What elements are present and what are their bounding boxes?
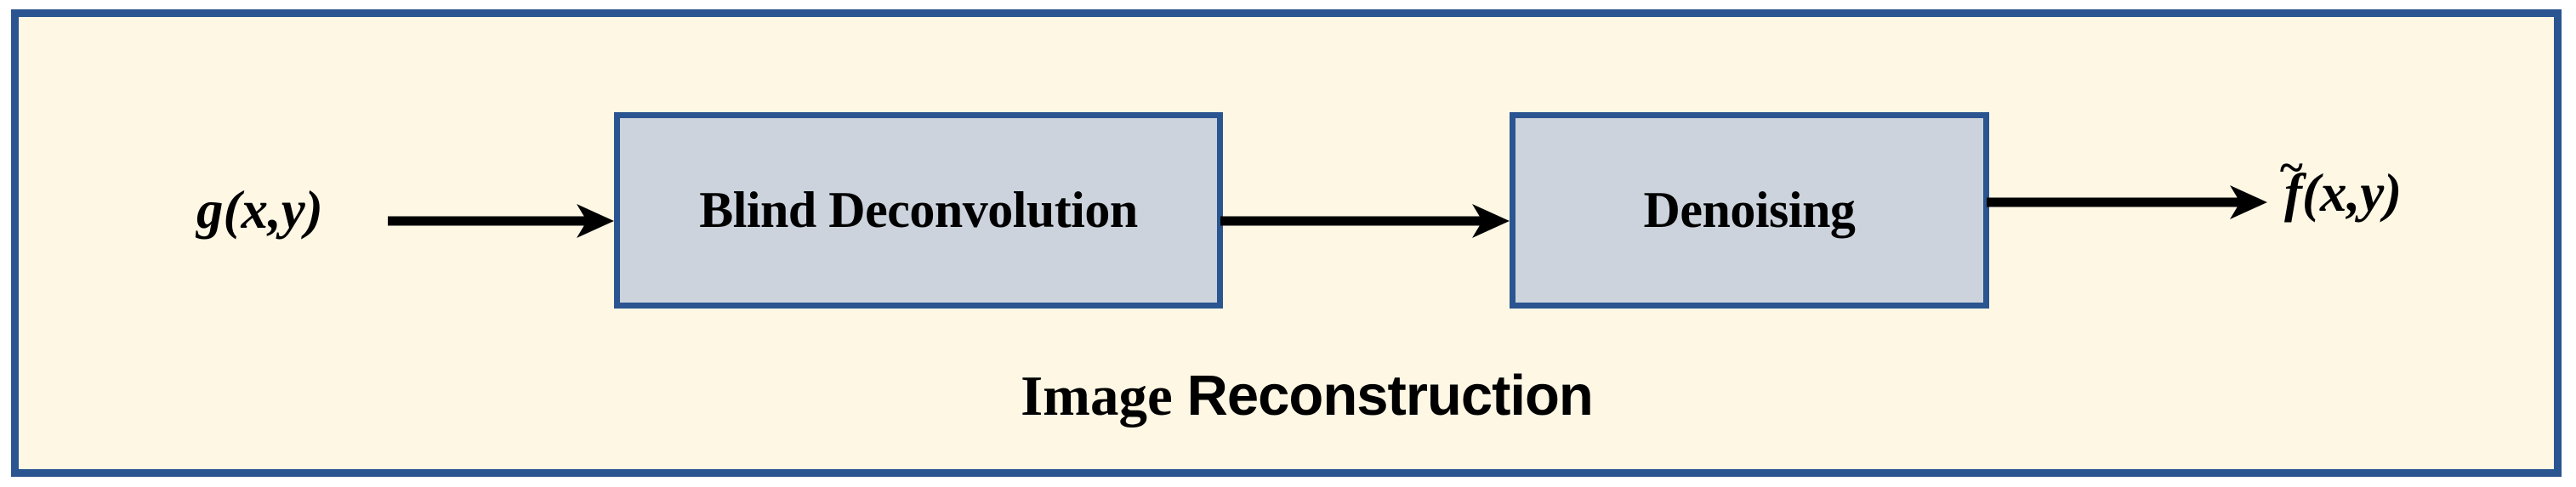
tilde-accent-icon: ~: [2279, 144, 2303, 193]
input-signal-label: g(x,y): [196, 184, 323, 237]
diagram-outer-frame: g(x,y) Blind Deconvolution Denoising: [11, 9, 2562, 477]
caption-space: [1173, 365, 1187, 428]
process-block-denoising[interactable]: Denoising: [1510, 112, 1989, 309]
caption-word-reconstruction: Reconstruction: [1186, 364, 1593, 428]
caption-word-image: Image: [1021, 365, 1173, 428]
arrow-denoising-to-output: [1987, 185, 2267, 219]
process-block-blind-deconvolution[interactable]: Blind Deconvolution: [614, 112, 1223, 309]
output-function-args: (x,y): [2301, 163, 2403, 223]
output-function-letter: f: [2284, 163, 2302, 223]
arrow-input-to-blind-deconvolution: [388, 204, 614, 238]
process-block-label: Denoising: [1643, 182, 1856, 238]
diagram-caption: Image Reconstruction: [19, 367, 2576, 425]
output-signal-label: ~ f (x,y): [2280, 146, 2402, 220]
input-signal-text: g(x,y): [196, 180, 323, 240]
process-block-label: Blind Deconvolution: [699, 182, 1138, 238]
output-function-symbol: ~ f: [2280, 146, 2303, 220]
arrow-blind-deconvolution-to-denoising: [1220, 204, 1510, 238]
